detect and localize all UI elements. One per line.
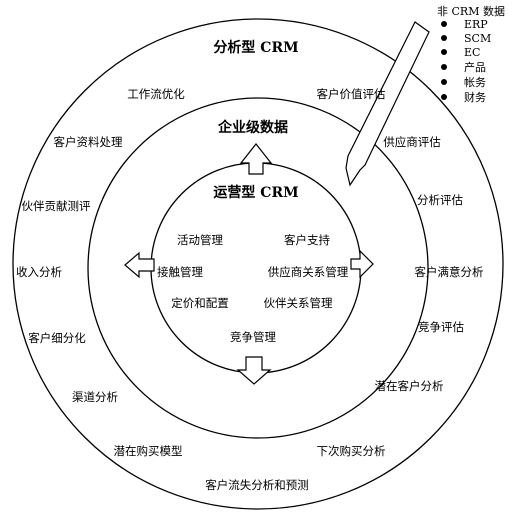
non-crm-item: EC xyxy=(464,46,480,59)
bullet-icon xyxy=(441,21,447,27)
middle-ring-enterprise-data xyxy=(87,97,429,439)
outer-item: 下次购买分析 xyxy=(317,444,386,458)
inner-circle-title: 运营型 CRM xyxy=(213,184,298,201)
non-crm-item: SCM xyxy=(464,32,491,45)
outer-ring-title: 分析型 CRM xyxy=(213,39,298,56)
outer-item: 分析评估 xyxy=(417,193,463,207)
bullet-icon xyxy=(441,35,447,41)
bullet-icon xyxy=(441,64,447,70)
non-crm-item: 财务 xyxy=(464,90,486,104)
outer-item: 供应商评估 xyxy=(383,135,441,149)
inner-item: 接触管理 xyxy=(157,265,203,279)
inner-item: 伙伴关系管理 xyxy=(264,296,333,310)
outer-item: 潜在客户分析 xyxy=(375,379,444,393)
inner-item: 供应商关系管理 xyxy=(268,265,349,279)
outer-item: 客户细分化 xyxy=(28,331,86,345)
down-arrow-icon xyxy=(236,356,272,385)
inner-item: 客户支持 xyxy=(284,233,330,247)
outer-item: 渠道分析 xyxy=(72,390,118,404)
outer-item: 客户流失分析和预测 xyxy=(205,478,309,492)
outer-item: 工作流优化 xyxy=(127,87,185,101)
bullet-icon xyxy=(441,94,447,100)
outer-item: 客户资料处理 xyxy=(54,135,123,149)
right-arrow-icon xyxy=(350,249,374,279)
non-crm-item: 帐务 xyxy=(464,76,486,89)
left-arrow-icon xyxy=(124,251,155,279)
inner-item: 竞争管理 xyxy=(230,330,276,344)
non-crm-title: 非 CRM 数据 xyxy=(437,4,505,18)
outer-item: 客户满意分析 xyxy=(415,265,484,279)
outer-item: 伙伴贡献测评 xyxy=(22,199,91,213)
outer-ring-analytical-crm xyxy=(12,18,504,510)
non-crm-item: 产品 xyxy=(464,60,486,74)
middle-ring-title: 企业级数据 xyxy=(217,119,288,136)
inner-item: 定价和配置 xyxy=(171,296,229,310)
inner-item: 活动管理 xyxy=(177,233,223,247)
bullet-icon xyxy=(441,49,447,55)
bullet-icon xyxy=(441,79,447,85)
outer-item: 竞争评估 xyxy=(418,320,464,334)
outer-item: 潜在购买模型 xyxy=(114,444,183,458)
diagonal-arrow-icon xyxy=(345,21,430,187)
outer-item: 收入分析 xyxy=(16,265,62,279)
non-crm-item: ERP xyxy=(464,18,488,31)
up-arrow-icon xyxy=(239,143,273,175)
outer-item: 客户价值评估 xyxy=(317,87,386,101)
